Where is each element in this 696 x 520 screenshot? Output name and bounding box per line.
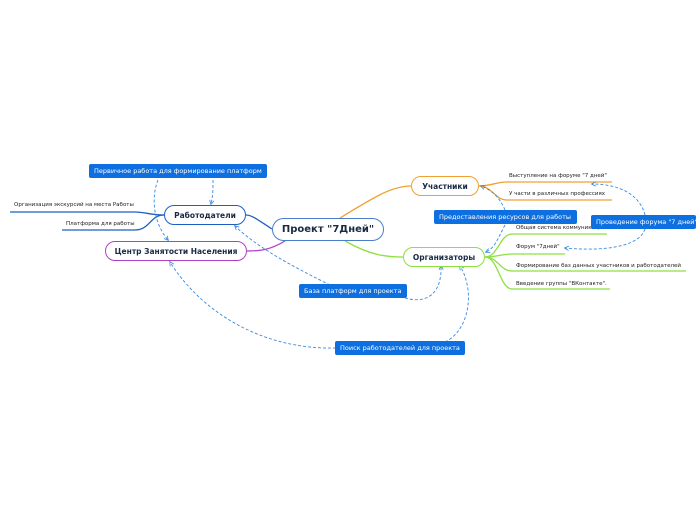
relation-forum-organizers — [565, 228, 646, 249]
relation-primary-work — [211, 179, 213, 204]
leaf-employers-excursions[interactable]: Организация экскурсий на места Работы — [14, 202, 134, 208]
link-central-employers — [245, 214, 273, 230]
callout-employer-search[interactable]: Поиск работодателей для проекта — [335, 341, 465, 355]
relation-search-organizers — [444, 266, 469, 343]
link-employers-leaf-2 — [62, 214, 165, 231]
leaf-organizers-communication[interactable]: Общая система коммуникации — [516, 225, 606, 231]
link-employers-leaf-1 — [10, 211, 165, 216]
relation-platform-organizers — [404, 266, 441, 301]
link-central-czn — [246, 240, 286, 252]
leaf-participants-forum-speech[interactable]: Выступление на форуме "7 дней" — [509, 173, 607, 179]
link-central-organizers — [344, 240, 404, 258]
topic-employment-center[interactable]: Центр Занятости Населения — [105, 241, 247, 261]
topic-participants[interactable]: Участники — [411, 176, 479, 196]
topic-employers[interactable]: Работодатели — [164, 205, 246, 225]
link-central-participants — [339, 185, 412, 219]
callout-forum[interactable]: Проведение форума "7 дней" — [591, 215, 696, 229]
central-topic[interactable]: Проект "7Дней" — [272, 218, 384, 241]
relation-platform-employers — [235, 226, 331, 286]
relation-forum-participants — [592, 184, 646, 216]
leaf-employers-platform[interactable]: Платформа для работы — [66, 221, 135, 227]
link-organizers-leaf-2 — [484, 253, 565, 258]
callout-resources[interactable]: Предоставления ресурсов для работы — [434, 210, 577, 224]
relation-primary-work-czn — [153, 179, 168, 240]
callout-primary-work[interactable]: Первичное работа для формирование платфо… — [89, 164, 267, 178]
link-organizers-leaf-4 — [484, 256, 610, 290]
link-organizers-leaf-1 — [484, 233, 607, 258]
relation-resources-organizers — [486, 224, 506, 252]
leaf-participants-professions[interactable]: У части в различных профессиях — [509, 191, 606, 197]
callout-platform-base[interactable]: База платформ для проекта — [299, 284, 407, 298]
leaf-organizers-databases[interactable]: Формирование баз данных участников и раб… — [516, 263, 681, 269]
relation-search-czn — [170, 262, 337, 349]
leaf-organizers-vk-group[interactable]: Введение группы "ВКонтакте". — [516, 281, 607, 287]
topic-organizers[interactable]: Организаторы — [403, 247, 485, 267]
relation-resources-participants — [481, 186, 506, 211]
leaf-organizers-forum[interactable]: Форум "7дней" — [516, 244, 560, 250]
